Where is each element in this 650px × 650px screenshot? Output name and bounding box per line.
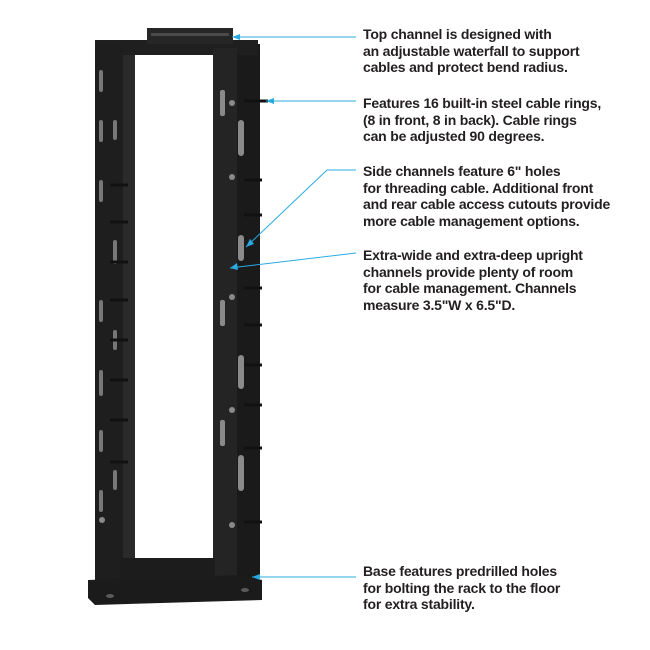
callout-line: for threading cable. Additional front — [363, 179, 594, 196]
callout-line: Base features predrilled holes — [363, 563, 557, 579]
callout-line: Extra-wide and extra-deep upright — [363, 247, 583, 263]
callout-line: (8 in front, 8 in back). Cable rings — [363, 111, 577, 128]
left-upright-holes — [99, 70, 117, 512]
callout-top-channel: Top channel is designed with an adjustab… — [363, 26, 648, 76]
callout-line: cables and protect bend radius. — [363, 59, 568, 75]
callout-line: Side channels feature 6" holes — [363, 163, 561, 179]
callout-line: for bolting the rack to the floor — [363, 579, 561, 596]
callout-line: measure 3.5"W x 6.5"D. — [363, 296, 516, 313]
cable-rings — [110, 99, 268, 524]
callout-line: Features 16 built-in steel cable rings, — [363, 95, 602, 111]
callout-line: Top channel is designed with — [363, 26, 552, 42]
rack-base — [88, 575, 262, 605]
callout-line: for cable management. Channels — [363, 280, 577, 296]
callout-cable-rings: Features 16 built-in steel cable rings, … — [363, 95, 648, 145]
callout-line: and rear cable access cutouts provide — [363, 196, 611, 212]
callout-uprights: Extra-wide and extra-deep upright channe… — [363, 247, 648, 313]
callout-line: can be adjusted 90 degrees. — [363, 128, 545, 144]
right-upright-holes — [99, 90, 244, 528]
callout-line: channels provide plenty of room — [363, 263, 574, 280]
callout-base: Base features predrilled holes for bolti… — [363, 563, 648, 613]
callout-line: an adjustable waterfall to support — [363, 42, 580, 59]
callout-leaders — [229, 36, 357, 578]
callout-line: for extra stability. — [363, 596, 475, 612]
callout-side-channels: Side channels feature 6" holes for threa… — [363, 163, 648, 229]
callout-arrowheads — [230, 34, 274, 580]
callout-line: more cable management options. — [363, 212, 580, 229]
